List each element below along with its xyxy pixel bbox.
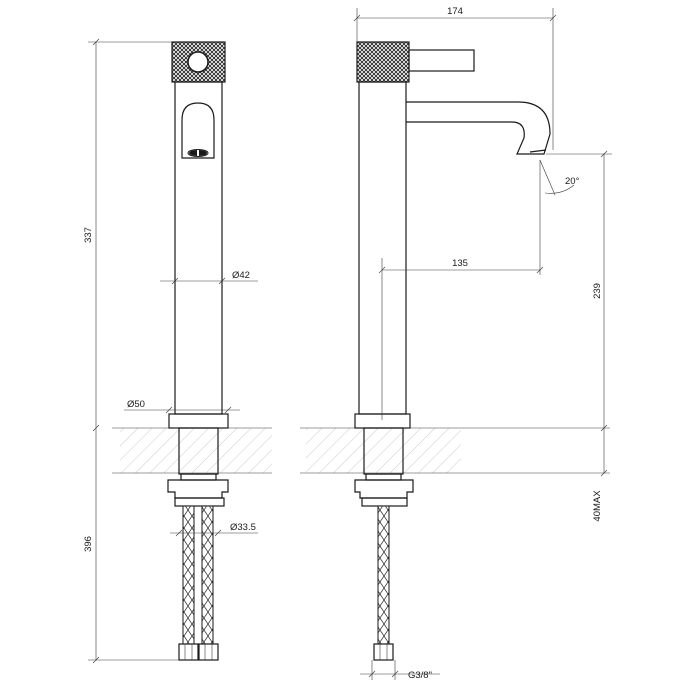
dimension-lines [88, 8, 612, 680]
hose-nut-right [198, 643, 219, 661]
deck-section-side [300, 427, 610, 474]
front-view [167, 41, 229, 661]
deck-section-front [112, 427, 272, 474]
dim-below-deck: 396 [83, 536, 94, 552]
base-flange-front [168, 413, 229, 429]
braided-hose-right [201, 505, 214, 645]
dim-deck-thickness: 40MAX [592, 490, 603, 522]
dim-hose-thread: G3/8" [408, 670, 432, 681]
dim-total-width: 174 [447, 6, 463, 17]
knurled-handle-side [356, 41, 410, 83]
aerator-window [181, 102, 215, 159]
base-flange-side [354, 413, 411, 429]
dim-shank-diameter: Ø33.5 [230, 522, 256, 533]
spout [406, 101, 551, 155]
hose-nut-left [178, 643, 199, 661]
braided-hose-left [182, 505, 195, 645]
braided-hose-side [377, 505, 390, 645]
body-side [358, 81, 407, 415]
dim-reach: 135 [452, 258, 468, 269]
temperature-indicator-icon [187, 149, 209, 157]
dim-body-diameter: Ø42 [232, 270, 250, 281]
dim-spout-angle: 20° [565, 176, 580, 187]
dim-height-above-deck: 239 [592, 283, 603, 299]
handle-lever-side [408, 49, 475, 72]
dim-overall-height: 337 [83, 227, 94, 243]
dim-base-diameter: Ø50 [127, 399, 145, 410]
handle-lever-end [187, 51, 209, 73]
hose-nut-side [373, 643, 394, 661]
side-view [354, 41, 551, 661]
fixing-bracket-front [167, 479, 229, 499]
fixing-bracket-side [354, 479, 414, 499]
